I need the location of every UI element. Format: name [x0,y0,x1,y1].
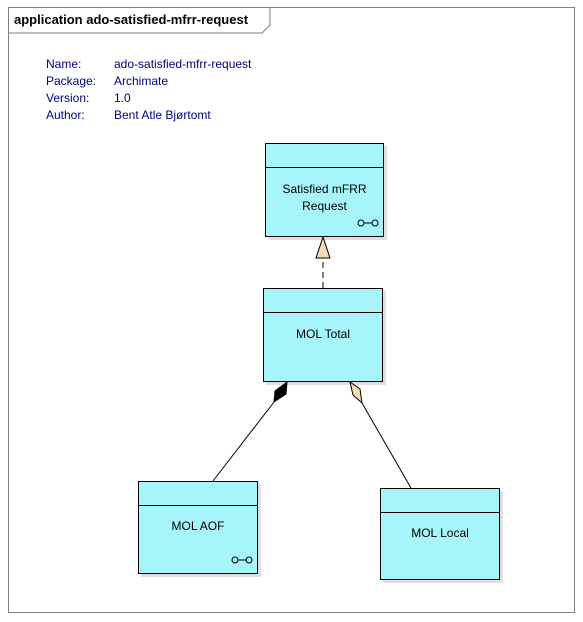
association-icon [357,219,379,227]
metadata-version-row: Version: 1.0 [46,90,251,107]
composition-diamond [273,380,288,403]
node-header [266,144,383,168]
metadata-package-value: Archimate [114,74,169,88]
node-header [139,482,257,506]
node-label: MOL AOF [171,519,225,533]
aggregation-diamond [349,380,363,405]
frame-title-tab [8,7,271,34]
node-label: Satisfied mFRR Request [266,181,383,215]
node-label-line-2: Request [302,199,347,213]
node-header [381,489,499,513]
metadata-author-row: Author: Bent Atle Bjørtomt [46,107,251,124]
metadata-package-label: Package: [46,74,97,88]
metadata-package-row: Package: Archimate [46,73,251,90]
metadata-name-value: ado-satisfied-mfrr-request [114,57,252,71]
diagram-metadata: Name: ado-satisfied-mfrr-request Package:… [46,56,251,124]
node-label-line-1: Satisfied mFRR [282,182,367,196]
node-label: MOL Total [295,327,351,341]
node-label: MOL Local [411,526,469,540]
node-header [264,289,382,313]
frame-title: application ado-satisfied-mfrr-request [14,12,249,27]
node-satisfied-mfrr-request[interactable]: Satisfied mFRR Request [265,143,384,237]
realization-arrowhead [315,235,331,259]
metadata-version-value: 1.0 [114,91,131,105]
metadata-version-label: Version: [46,91,90,105]
metadata-author-value: Bent Atle Bjørtomt [114,108,211,122]
association-icon [231,556,253,564]
aggregation-line[interactable] [361,402,412,489]
composition-line[interactable] [212,401,275,482]
metadata-author-label: Author: [46,108,85,122]
node-mol-local[interactable]: MOL Local [380,488,500,580]
node-mol-aof[interactable]: MOL AOF [138,481,258,574]
node-mol-total[interactable]: MOL Total [263,288,383,382]
metadata-name-row: Name: ado-satisfied-mfrr-request [46,56,251,73]
metadata-name-label: Name: [46,57,82,71]
